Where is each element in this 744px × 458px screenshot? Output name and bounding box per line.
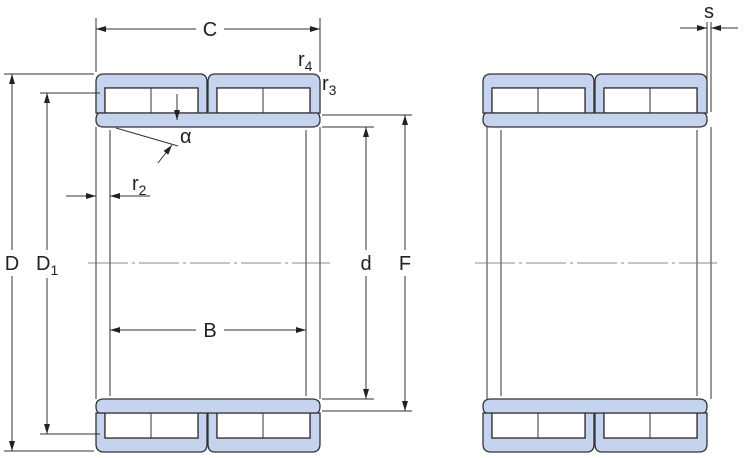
label-r4: r4	[298, 49, 313, 74]
label-B: B	[203, 320, 216, 342]
label-D1: D1	[36, 253, 58, 278]
label-s: s	[704, 1, 714, 23]
label-alpha: α	[180, 126, 192, 148]
label-r3: r3	[322, 73, 337, 98]
label-F: F	[399, 253, 411, 275]
left-bearing-section	[88, 73, 330, 453]
right-bearing-section	[475, 73, 717, 453]
label-C: C	[203, 19, 217, 41]
label-D: D	[5, 253, 19, 275]
dimension-C	[95, 18, 321, 72]
label-r2: r2	[132, 173, 147, 198]
label-d: d	[360, 253, 371, 275]
